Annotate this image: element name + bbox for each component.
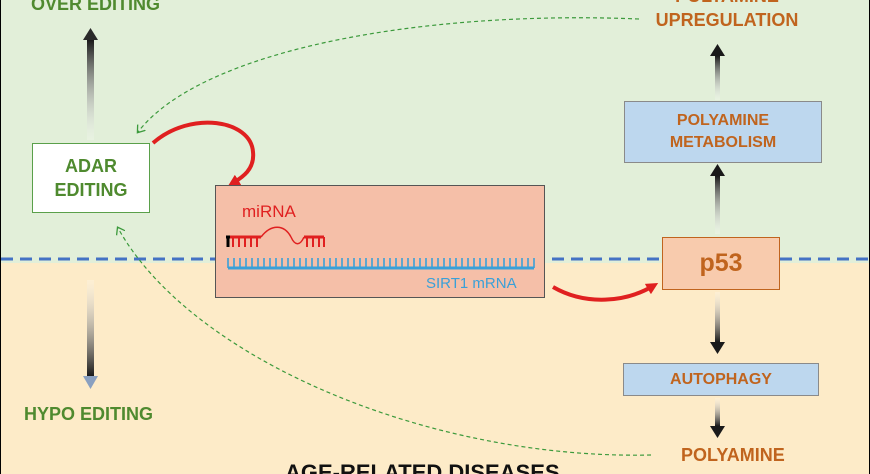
sirt1-mrna-label: SIRT1 mRNA <box>426 275 517 292</box>
adar-editing-box: ADAR EDITING <box>32 143 150 213</box>
p53-to-autophagy-arrow <box>710 292 725 354</box>
sirt1-to-p53-arrow <box>552 282 659 302</box>
age-related-diseases-label: AGE-RELATED DISEASES <box>285 460 560 474</box>
polyamine-bottom-label: POLYAMINE <box>681 445 785 465</box>
binding-schematic <box>226 226 535 270</box>
sirt1-mrna-strand <box>227 258 535 270</box>
hypo-editing-label: HYPO EDITING <box>24 404 154 424</box>
p53-box: p53 <box>662 237 780 290</box>
mirna-label: miRNA <box>242 202 296 221</box>
metabolism-to-upregulation-arrow <box>710 44 725 100</box>
mirna-mrna-interaction-panel: miRNA SIRT1 mRNA <box>215 185 545 298</box>
polyamine-upregulation-label: POLYAMINE UPREGULATION <box>655 0 799 30</box>
polyamine-to-adar-feedback-arrow <box>118 228 652 456</box>
autophagy-to-polyamine-arrow <box>710 398 725 438</box>
adar-to-mirna-arrow <box>151 120 256 187</box>
upregulation-to-adar-feedback-arrow <box>138 17 640 132</box>
mirna-strand <box>226 226 325 247</box>
over-editing-arrow <box>83 28 98 140</box>
autophagy-box: AUTOPHAGY <box>623 363 819 396</box>
over-editing-label: OVER EDITING <box>31 0 161 14</box>
polyamine-metabolism-box: POLYAMINE METABOLISM <box>624 101 822 163</box>
p53-to-metabolism-arrow <box>710 164 725 234</box>
hypo-editing-arrow <box>83 280 98 389</box>
